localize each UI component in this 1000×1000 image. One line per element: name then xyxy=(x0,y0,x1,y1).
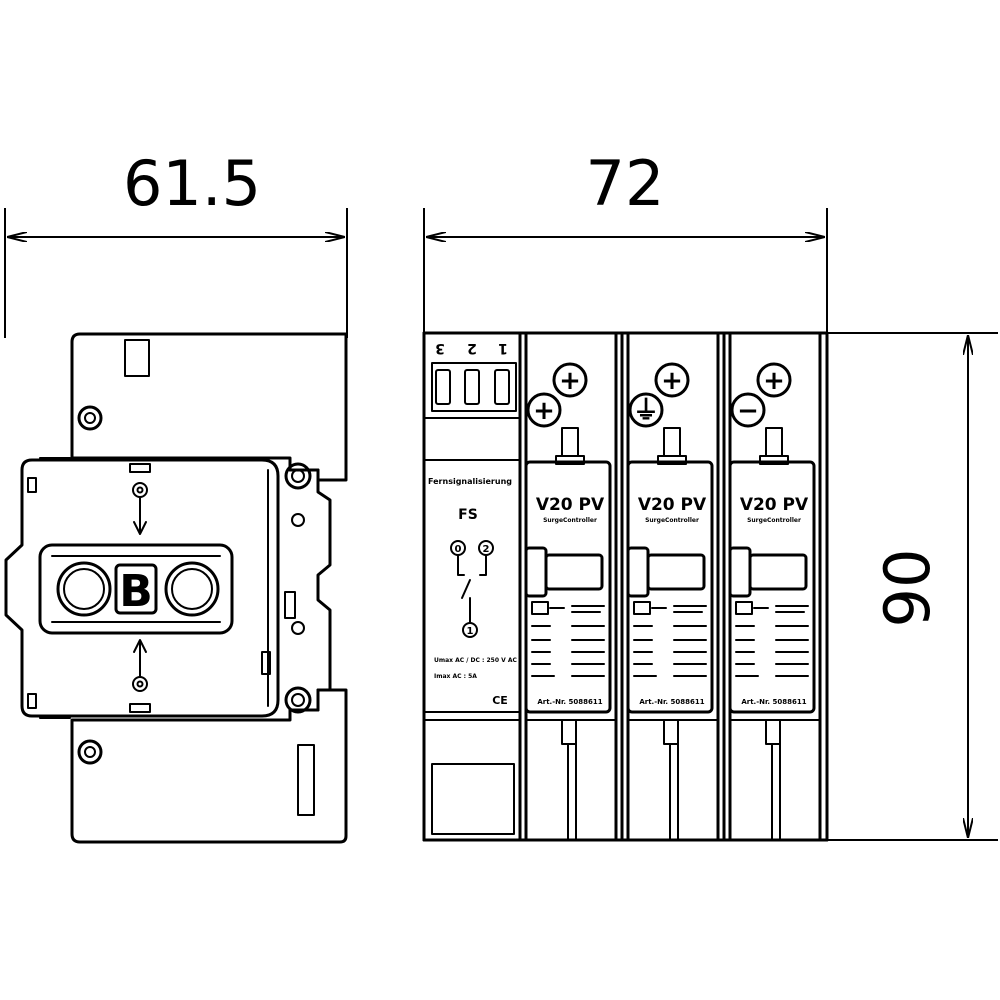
pv-spec-lines xyxy=(735,625,809,677)
side-view: B xyxy=(4,332,348,844)
contact-pin xyxy=(765,427,783,457)
fs-terminal-label-3: 3 xyxy=(435,340,445,356)
pv-subtitle: SurgeController xyxy=(747,517,801,524)
top-terminal-screw-icon xyxy=(552,362,588,398)
top-terminal-symbol: + xyxy=(661,366,683,396)
front-view: 3 2 1 Fernsignalisierung FS 0 2 1 Umax A… xyxy=(422,331,829,842)
fs-contact-2: 2 xyxy=(483,544,490,555)
contact-clamp xyxy=(759,455,789,465)
pv-subtitle: SurgeController xyxy=(645,517,699,524)
dimension-width-value: 72 xyxy=(586,147,665,220)
contact-clamp xyxy=(657,455,687,465)
pv-model-label: V20 PV xyxy=(536,495,605,515)
pv-article-number: Art.-Nr. 5088611 xyxy=(537,698,602,706)
replace-symbol-icon xyxy=(531,601,549,615)
pv-status-window xyxy=(748,553,808,591)
fs-spec-line-2: Imax AC : 5A xyxy=(434,673,477,680)
pv-status-window xyxy=(544,553,604,591)
dimension-depth-value: 61.5 xyxy=(123,147,261,220)
fs-terminal-label-1: 1 xyxy=(498,340,508,356)
fs-contact-1: 1 xyxy=(467,626,474,637)
bottom-contact-pin xyxy=(765,719,781,745)
pv-spec-lines xyxy=(633,625,707,677)
side-terminal-screw-icon xyxy=(730,392,766,428)
dimension-width: 72 xyxy=(423,147,828,333)
pv-article-number: Art.-Nr. 5088611 xyxy=(741,698,806,706)
pv-spec-lines xyxy=(531,625,605,677)
replace-symbol-icon xyxy=(633,601,651,615)
replace-symbol-icon xyxy=(735,601,753,615)
top-terminal-screw-icon xyxy=(756,362,792,398)
side-terminal-symbol: ⏚ xyxy=(633,396,659,426)
fs-label: FS xyxy=(458,507,478,523)
dimension-depth: 61.5 xyxy=(4,147,348,338)
contact-clamp xyxy=(555,455,585,465)
pv-indicator-knob xyxy=(524,546,548,598)
pv-article-number: Art.-Nr. 5088611 xyxy=(639,698,704,706)
pv-indicator-knob xyxy=(728,546,752,598)
brand-logo: B xyxy=(56,561,220,617)
fs-spec-line-1: Umax AC / DC : 250 V AC xyxy=(434,657,517,664)
bottom-contact-pin xyxy=(663,719,679,745)
dimension-height: 90 xyxy=(827,332,998,841)
pv-indicator-knob xyxy=(626,546,650,598)
fs-module: 3 2 1 Fernsignalisierung FS 0 2 1 Umax A… xyxy=(422,331,522,842)
side-terminal-symbol: + xyxy=(533,396,555,426)
top-terminal-symbol: + xyxy=(559,366,581,396)
side-terminal-symbol: − xyxy=(737,396,759,426)
side-terminal-screw-icon xyxy=(526,392,562,428)
brand-letter-b: B xyxy=(119,566,153,617)
side-terminal-screw-icon xyxy=(628,392,664,428)
fs-contact-0: 0 xyxy=(455,544,462,555)
fs-terminal-block: 3 2 1 xyxy=(431,340,517,412)
fs-contact-diagram: 0 2 1 xyxy=(450,540,494,638)
contact-pin xyxy=(561,427,579,457)
bottom-contact-pin xyxy=(561,719,577,745)
pv-subtitle: SurgeController xyxy=(543,517,597,524)
top-terminal-symbol: + xyxy=(763,366,785,396)
dimension-height-value: 90 xyxy=(871,549,944,628)
pv-status-window xyxy=(646,553,706,591)
pv-model-label: V20 PV xyxy=(638,495,707,515)
top-terminal-screw-icon xyxy=(654,362,690,398)
pv-model-label: V20 PV xyxy=(740,495,809,515)
fs-ce-mark: CE xyxy=(492,694,508,707)
fs-terminal-label-2: 2 xyxy=(467,340,477,356)
contact-pin xyxy=(663,427,681,457)
fs-header-text: Fernsignalisierung xyxy=(428,477,512,486)
